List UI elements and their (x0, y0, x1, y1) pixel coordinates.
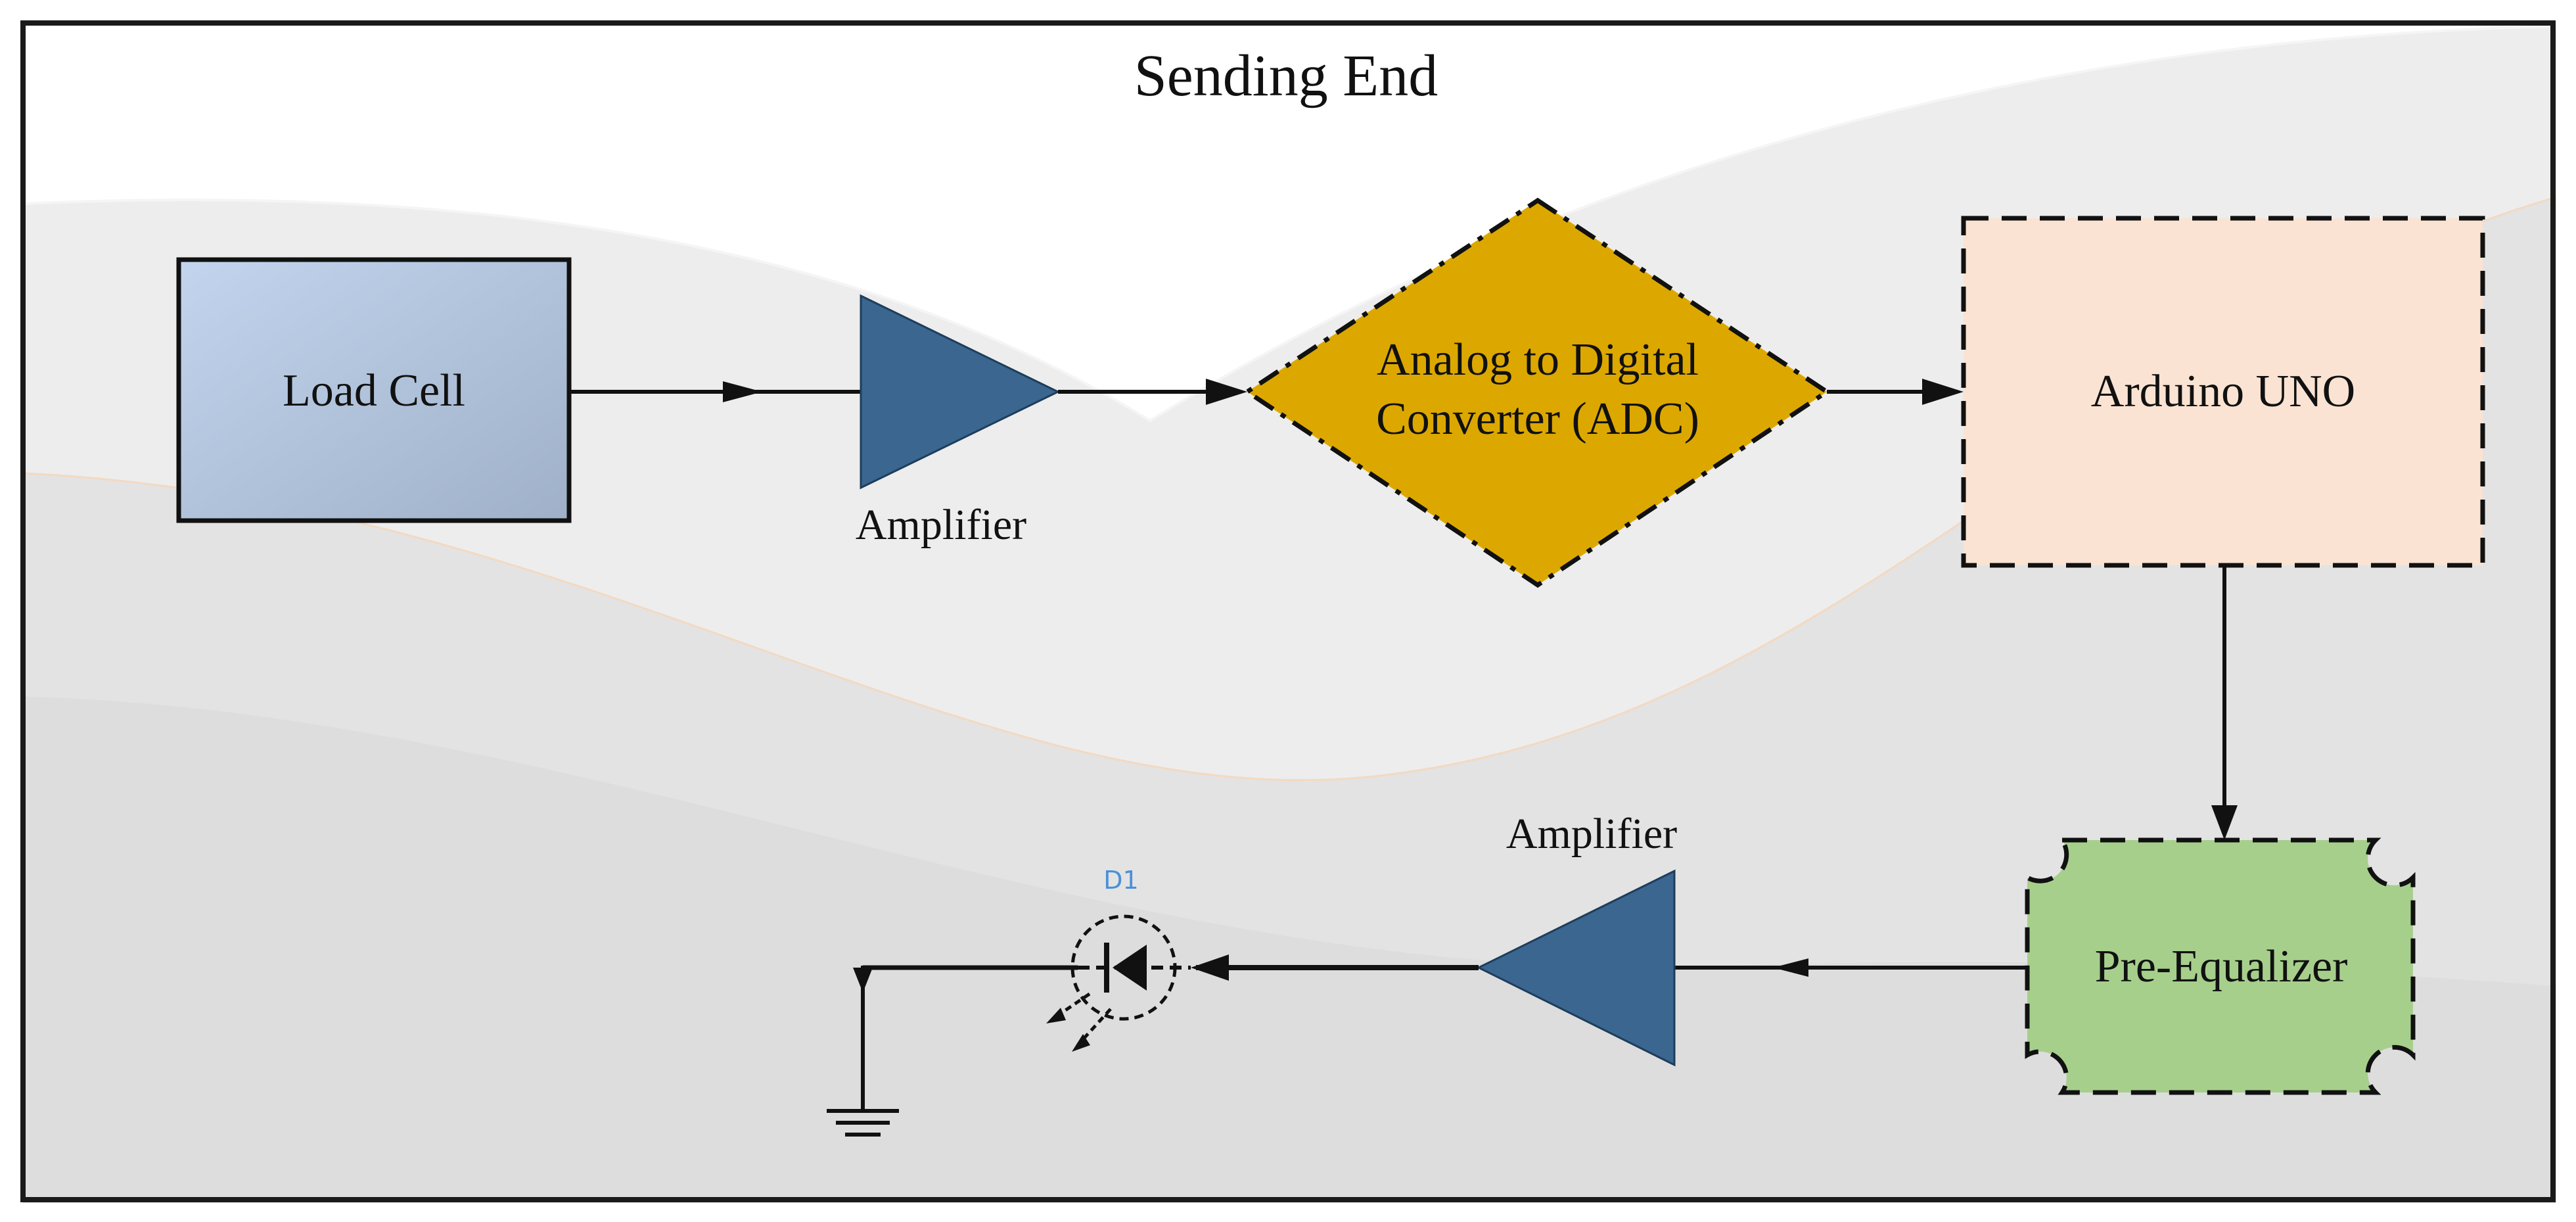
connector-arduino-to-preequalizer (2211, 565, 2238, 840)
led-diode-d1: D1 (1046, 866, 1191, 1052)
connector-adc-to-arduino (1827, 379, 1964, 405)
diode-triangle (1113, 945, 1147, 991)
connector-amplifier-to-adc (1058, 379, 1247, 405)
light-emission-arrow-2 (1076, 1008, 1112, 1046)
connector-loadcell-to-amplifier (569, 381, 861, 402)
arduino-label: Arduino UNO (2091, 366, 2355, 417)
adc-label-line1: Analog to Digital (1377, 335, 1699, 385)
amplifier-1-block: Amplifier (856, 294, 1061, 549)
connector-preequalizer-to-amplifier (1674, 958, 2027, 977)
preequalizer-box (2025, 837, 2416, 1095)
preequalizer-label: Pre-Equalizer (2095, 941, 2348, 992)
amplifier-1-label: Amplifier (856, 501, 1026, 549)
diode-label: D1 (1103, 866, 1138, 895)
amplifier-1-triangle (860, 294, 1061, 490)
connector-amplifier-to-diode (1191, 954, 1479, 981)
adc-label-line2: Converter (ADC) (1376, 394, 1699, 444)
ground-icon (827, 1109, 899, 1137)
background-waves (22, 25, 2557, 1203)
arduino-box (1961, 216, 2485, 568)
adc-block: Analog to Digital Converter (ADC) (1243, 197, 1831, 588)
arduino-block: Arduino UNO (1961, 216, 2485, 568)
load-cell-block: Load Cell (176, 257, 572, 523)
diagram-title: Sending End (1134, 43, 1438, 108)
ground-wire (853, 965, 1078, 1110)
diagram-frame (20, 20, 2556, 1202)
adc-diamond (1243, 197, 1831, 588)
amplifier-2-label: Amplifier (1506, 810, 1677, 858)
preequalizer-block: Pre-Equalizer (2025, 837, 2416, 1095)
amplifier-2-triangle (1476, 869, 1676, 1067)
amplifier-2-block: Amplifier (1476, 810, 1677, 1067)
load-cell-label: Load Cell (283, 365, 465, 416)
